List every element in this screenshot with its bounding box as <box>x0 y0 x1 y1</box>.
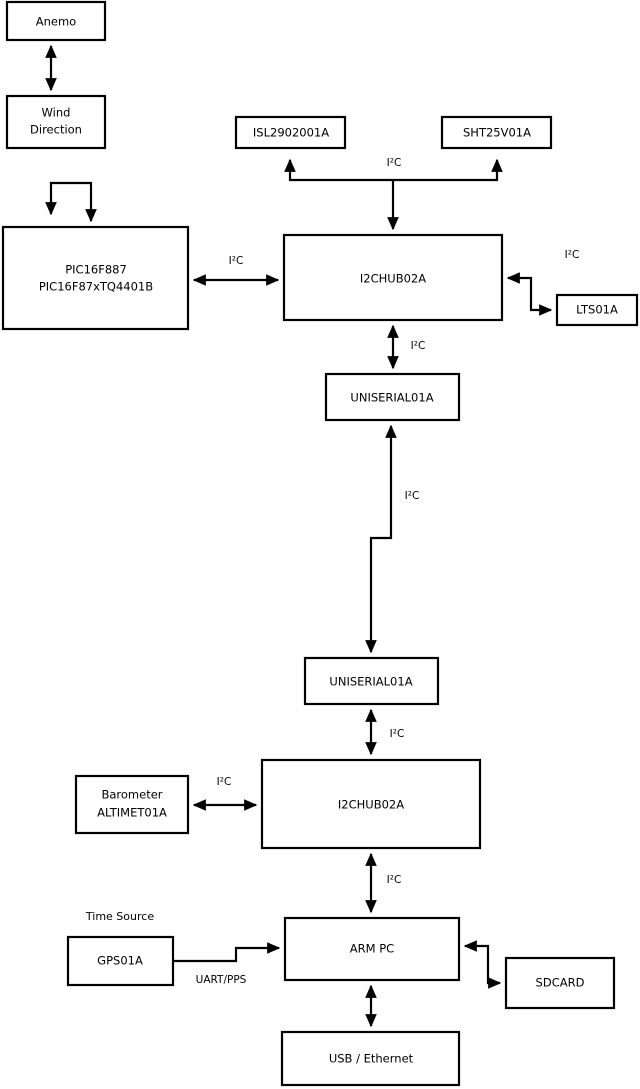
node-sht25v01a[interactable]: SHT25V01A <box>440 115 553 150</box>
node-pic-mcu-label-line2: PIC16F87xTQ4401B <box>39 280 153 294</box>
node-uniserial01a-top[interactable]: UNISERIAL01A <box>324 372 461 422</box>
edge-label-barometer-hub2: I²C <box>217 776 232 788</box>
node-arm-pc[interactable]: ARM PC <box>283 916 461 982</box>
node-uniserial01a-top-label: UNISERIAL01A <box>350 391 433 405</box>
edge-label-sensors-hub: I²C <box>387 157 402 169</box>
edge-label-uniserial-hub2: I²C <box>390 728 405 740</box>
connectors <box>45 44 553 1028</box>
node-i2chub02a-bottom-label: I2CHUB02A <box>338 798 404 812</box>
node-lts01a[interactable]: LTS01A <box>555 293 639 327</box>
node-uniserial01a-bottom-label: UNISERIAL01A <box>329 675 412 689</box>
node-i2chub02a-top-label: I2CHUB02A <box>360 272 426 286</box>
connector-hubtop-lts <box>506 272 553 316</box>
node-arm-pc-label: ARM PC <box>350 942 394 956</box>
node-i2chub02a-top[interactable]: I2CHUB02A <box>282 233 504 322</box>
node-sdcard[interactable]: SDCARD <box>504 956 616 1010</box>
node-barometer[interactable]: Barometer ALTIMET01A <box>74 774 190 835</box>
node-isl2902001a-label: ISL2902001A <box>253 126 329 140</box>
edge-label-gps-arm: UART/PPS <box>196 974 247 986</box>
node-barometer-label-line1: Barometer <box>101 788 162 802</box>
node-anemo-label: Anemo <box>36 15 76 29</box>
node-usb-ethernet-label: USB / Ethernet <box>329 1052 414 1066</box>
node-i2chub02a-bottom[interactable]: I2CHUB02A <box>260 758 482 850</box>
node-lts01a-label: LTS01A <box>576 303 618 317</box>
edge-label-hub2-arm: I²C <box>387 874 402 886</box>
node-isl2902001a[interactable]: ISL2902001A <box>234 115 347 150</box>
connector-gps-armpc <box>173 942 281 963</box>
time-source-label: Time Source <box>85 910 154 923</box>
connector-armpc-sdcard <box>463 940 502 989</box>
node-anemo[interactable]: Anemo <box>5 0 107 42</box>
node-usb-ethernet[interactable]: USB / Ethernet <box>280 1030 461 1087</box>
node-wind-direction[interactable]: Wind Direction <box>5 94 107 150</box>
node-sdcard-label: SDCARD <box>536 976 585 990</box>
node-pic-mcu[interactable]: PIC16F887 PIC16F87xTQ4401B <box>1 225 190 331</box>
node-gps01a[interactable]: GPS01A <box>66 935 175 987</box>
node-pic-mcu-label-line1: PIC16F887 <box>65 263 127 277</box>
edge-label-pic-hub: I²C <box>229 255 244 267</box>
connector-unitop-unibottom <box>365 424 397 654</box>
node-gps01a-label: GPS01A <box>97 954 143 968</box>
edge-label-hub-uniserial: I²C <box>411 340 426 352</box>
node-sht25v01a-label: SHT25V01A <box>463 126 531 140</box>
edge-label-hub-lts: I²C <box>565 249 580 261</box>
node-uniserial01a-bottom[interactable]: UNISERIAL01A <box>303 656 440 706</box>
node-wind-direction-label-line2: Direction <box>30 123 82 137</box>
node-barometer-label-line2: ALTIMET01A <box>97 806 167 820</box>
node-wind-direction-label-line1: Wind <box>42 106 71 120</box>
edge-label-uniserial-uniserial: I²C <box>405 490 420 502</box>
connector-pic-wind <box>45 181 97 223</box>
